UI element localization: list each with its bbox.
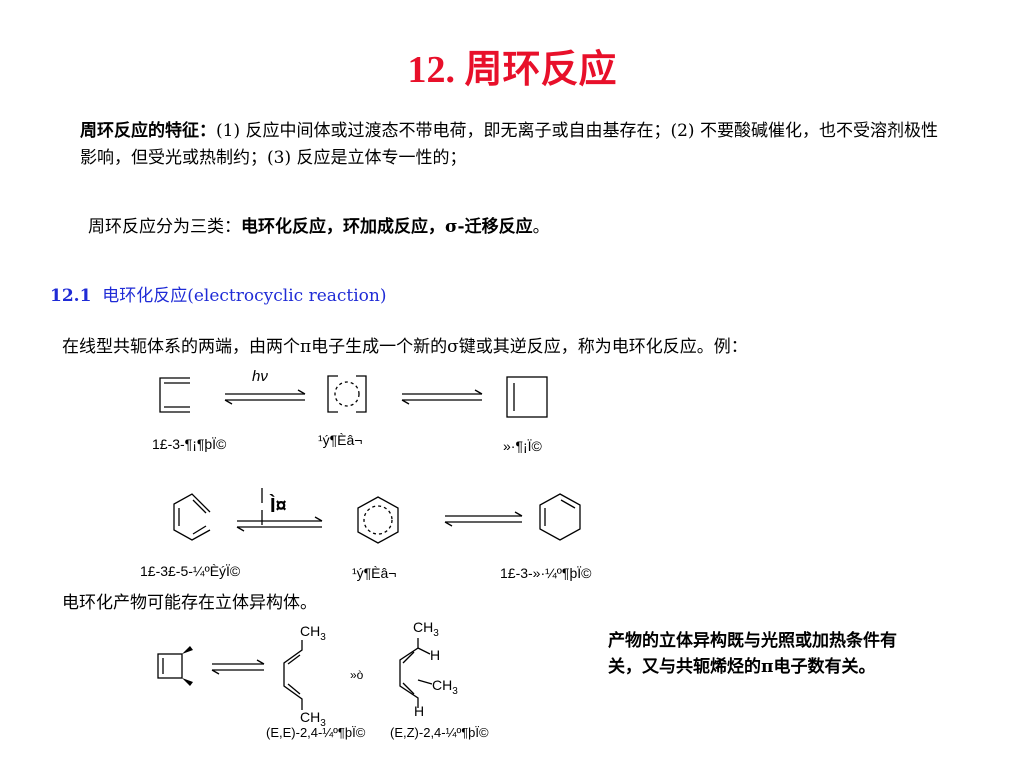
scheme1-label-transition: ¹ý¶Èâ¬ [318, 432, 363, 448]
features-paragraph: 周环反应的特征：(1) 反应中间体或过渡态不带电荷，即无离子或自由基存在；(2)… [80, 118, 950, 172]
ez-ch3-right: CH3 [432, 677, 458, 697]
features-text: (1) 反应中间体或过渡态不带电荷，即无离子或自由基存在；(2) 不要酸碱催化，… [80, 121, 938, 168]
scheme2-arrow-label: Ì¤ [269, 494, 287, 517]
classes-types: 电环化反应，环加成反应，σ-迁移反应 [241, 217, 533, 237]
cyclohexadiene-structure [539, 493, 581, 541]
ez-h-top: H [430, 647, 440, 663]
ee-ch3-top: CH3 [300, 623, 326, 643]
wedge-bond-top [182, 646, 193, 654]
ez-ch3-top: CH3 [413, 619, 439, 639]
scheme3-label-ez: (E,Z)-2,4-¼º¶þÏ© [390, 725, 489, 740]
scheme2-label-cyclohexadiene: 1£-3-»·¼º¶þÏ© [500, 565, 592, 581]
classes-prefix: 周环反应分为三类： [88, 217, 241, 237]
equilibrium-arrow-thermal [236, 488, 323, 532]
scheme1-label-cyclobutene: »·¶¡Ï© [503, 438, 542, 454]
ez-h-bottom: H [414, 703, 424, 719]
scheme3-substituents: CH3 CH3 CH3 H CH3 H [300, 619, 458, 729]
equilibrium-arrow-2b [444, 511, 523, 527]
section-number: 12.1 [50, 286, 92, 306]
equilibrium-arrow-3a [211, 659, 265, 675]
section-heading: 12.1 电环化反应(electrocyclic reaction) [50, 281, 387, 306]
transition-state-6 [357, 496, 399, 544]
scheme2-label-hexatriene: 1£-3£-5-¼ºÈýÏ© [140, 563, 241, 579]
section-english: (electrocyclic reaction) [187, 286, 387, 306]
features-heading: 周环反应的特征： [80, 121, 216, 141]
transition-state-4 [327, 375, 367, 413]
ee-hexadiene-structure [283, 640, 303, 710]
dimethylcyclobutene-structure [157, 653, 183, 679]
section-name: 电环化反应 [102, 286, 188, 306]
stereo-note: 产物的立体异构既与光照或加热条件有关，又与共轭烯烃的π电子数有关。 [608, 631, 897, 677]
cyclobutene-structure [506, 376, 548, 418]
stereo-sentence: 电环化产物可能存在立体异构体。 [62, 593, 317, 613]
scheme2-label-transition: ¹ý¶Èâ¬ [352, 565, 397, 581]
hexatriene-structure [173, 493, 211, 541]
classes-suffix: 。 [532, 217, 550, 237]
scheme3-label-ee: (E,E)-2,4-¼º¶þÏ© [266, 725, 366, 740]
classes-paragraph: 周环反应分为三类：电环化反应，环加成反应，σ-迁移反应。 [88, 212, 550, 237]
wedge-bond-bottom [182, 678, 193, 686]
page-title: 12. 周环反应 [407, 49, 617, 91]
butadiene-structure [159, 377, 190, 413]
scheme1-arrow-label: hν [252, 368, 268, 385]
ee-ch3-bottom: CH3 [300, 709, 326, 729]
equilibrium-arrow-1b [401, 389, 483, 405]
ez-hexadiene-structure [399, 638, 433, 708]
definition-text: 在线型共轭体系的两端，由两个π电子生成一个新的σ键或其逆反应，称为电环化反应。例… [62, 337, 748, 357]
equilibrium-arrow-photochem [224, 389, 306, 405]
scheme3-or-label: »ò [350, 668, 364, 682]
scheme1-label-butadiene: 1£-3-¶¡¶þÏ© [152, 436, 227, 452]
